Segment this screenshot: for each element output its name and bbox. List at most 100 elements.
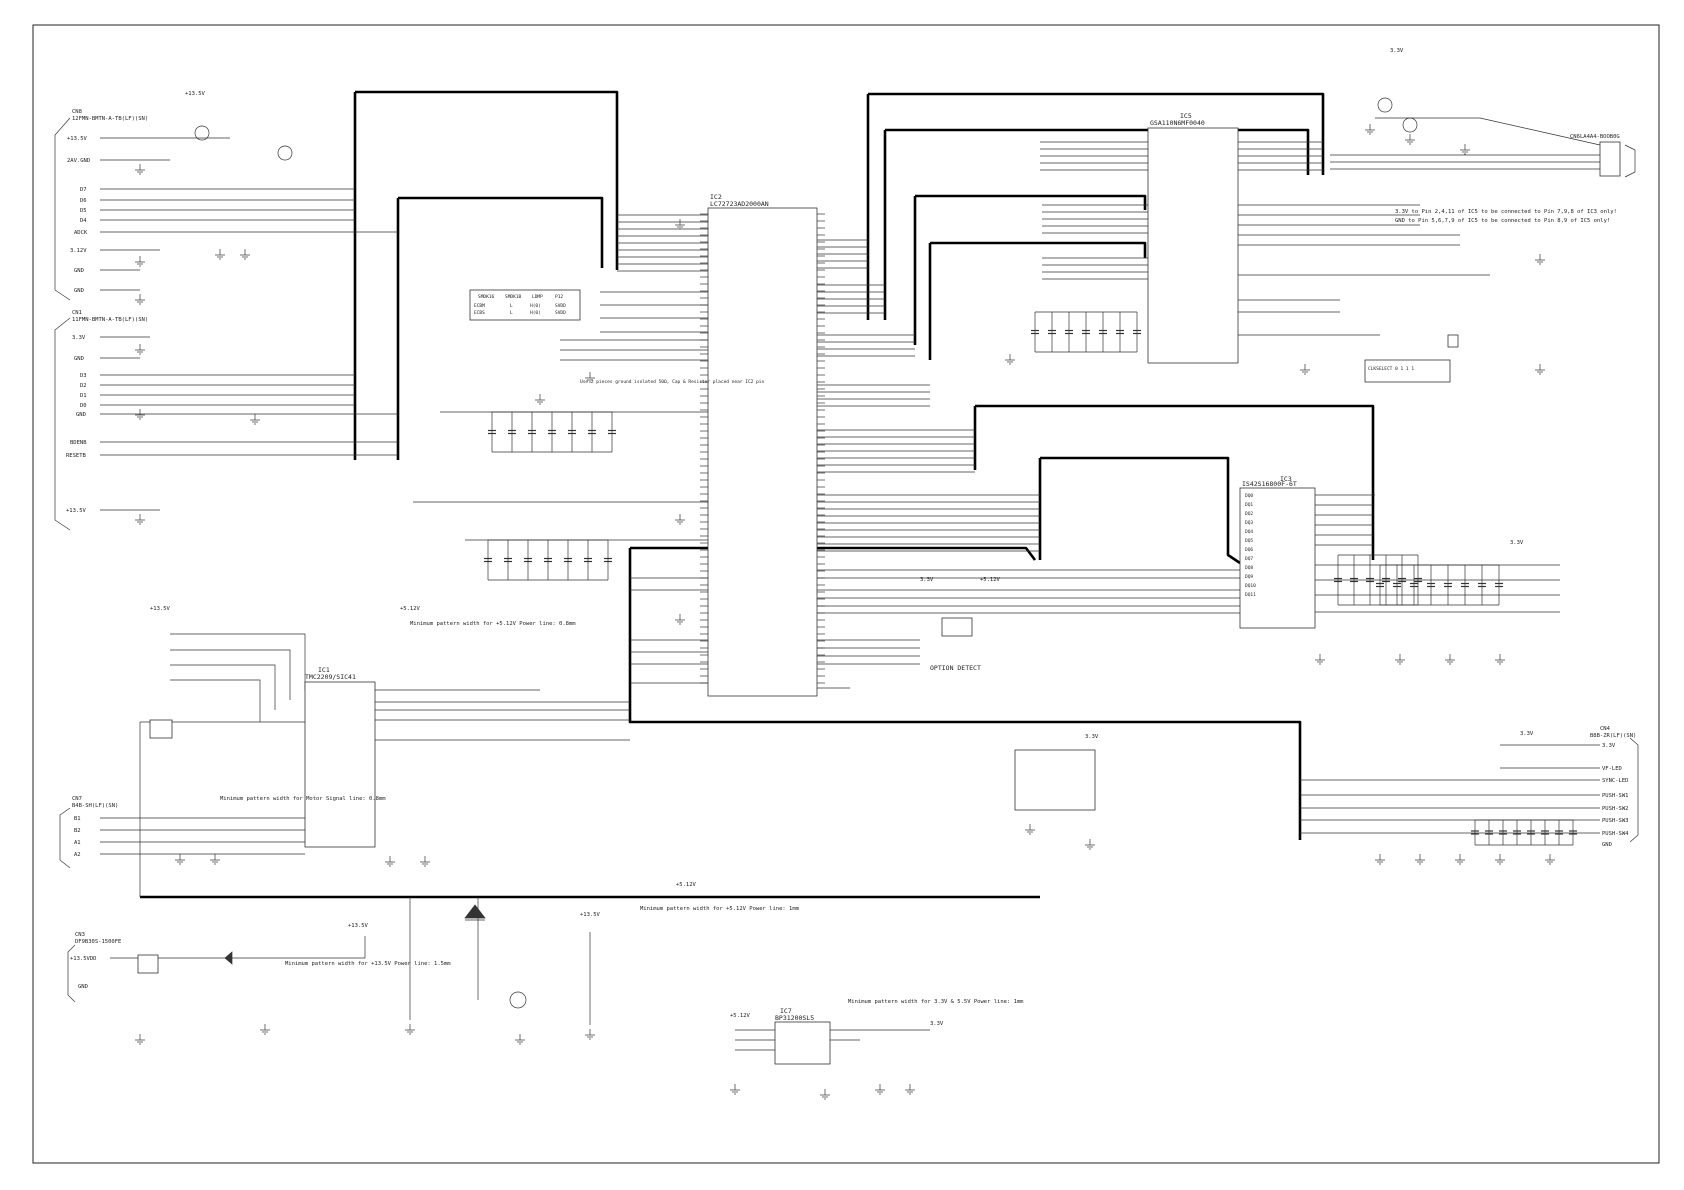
cn3-part: DF9B30S-1500FE [75,939,121,945]
ic1-chip: IC1 TMC2209/SIC41 [304,666,376,848]
rail-label: +5.12V [676,882,697,888]
rail-label: 3.3V [920,577,934,583]
cn8-pin: 2AV.GND [67,158,90,164]
ic3-ref: IC3 [1280,475,1292,483]
cn1-pin: 3.3V [72,335,86,341]
option-title: OPTION DETECT [930,664,981,672]
cn1-pin: D3 [80,373,87,379]
cn4-pin: PUSH-SW4 [1602,831,1629,837]
capacitor-bank-5 [1471,819,1577,846]
mode-table: SMDK16 SMDK1B LDMP P12 ECBM L H(0) SVDD … [469,289,581,321]
ic3-pin-label: DQ11 [1245,592,1256,598]
cn4-pin: VF-LED [1602,766,1622,772]
rail-label: +13.5V [150,606,171,612]
mode-cell: L [510,310,513,316]
ic3-pin-label: DQ3 [1245,520,1253,526]
connector-cn3: CN3 DF9B30S-1500FE +13.5VDD GND [67,932,121,1003]
ic1-ref: IC1 [318,666,330,674]
mode-cell: ECBM [474,303,485,309]
cn7-pin: B1 [74,816,81,822]
ic3-pin-label: DQ2 [1245,511,1253,517]
mode-cell: H(0) [530,303,541,309]
cn8-pin: D4 [80,218,87,224]
ic5-chip: IC5 GSA110N6MF0040 [1147,112,1239,364]
rail-label: 3.3V [1085,734,1099,740]
cn4-pin: GND [1602,842,1612,848]
regulator-note: Minimum pattern width for 3.3V & 5.5V Po… [848,999,1024,1005]
rail-label: +13.5V [580,912,601,918]
cn4-pin: PUSH-SW2 [1602,806,1629,812]
ic3-pin-label: DQ6 [1245,547,1253,553]
rail-label: +13.5V [348,923,369,929]
lowpass-note: Minimum pattern width for +13.5V Power l… [285,961,451,967]
cn8-pin: GND [74,288,84,294]
power-labels: +13.5V 3.3V +5.12V +13.5V +5.12V +13.5V … [150,48,1534,1027]
cn1-pin: BDENB [70,440,87,446]
clock-table: CLKSELECT 0 1 1 1 [1368,366,1414,372]
cn7-pin: B2 [74,828,81,834]
cn8-pin: D7 [80,187,87,193]
cn7-part: B4B-SH(LF)(SN) [72,803,118,809]
cn8-pin: ADCK [74,230,88,236]
thick-buses [140,90,1375,899]
gnd-note: GND to Pin 5,6,7,9 of IC5 to be connecte… [1395,218,1610,224]
rail-label: 3.3V [930,1021,944,1027]
ic1-part: TMC2209/SIC41 [305,673,356,681]
ic2-ref: IC2 [710,193,722,201]
capacitor-bank-4 [1376,564,1503,606]
cn1-pin: D1 [80,393,87,399]
mode-cell: ECBS [474,310,485,316]
capacitor-bank-3 [1031,311,1141,353]
cn8-part: 12FMN-BMTN-A-TB(LF)(SN) [72,116,148,122]
mode-header-3: P12 [555,294,563,300]
ic2-chip: IC2 LC72723AD2000AN [707,193,818,697]
cn4-pin: PUSH-SW3 [1602,818,1629,824]
cn1-pin: D2 [80,383,87,389]
capacitor-bank-1 [488,411,616,453]
cn8-pin: +13.5V [67,136,88,142]
ic7-part: BP31200SL5 [775,1014,814,1022]
cn7-pin: A2 [74,852,81,858]
cn1-pin: +13.5V [66,508,87,514]
cn8-pin: D5 [80,208,87,214]
cn4-pin: 3.3V [1602,743,1616,749]
cn3-ref: CN3 [75,932,85,938]
connector-cn4: CN4 B8B-ZR(LF)(SN) 3.3V VF-LED SYNC-LED … [1590,726,1639,848]
cn1-part: 11FMN-BMTN-A-TB(LF)(SN) [72,317,148,323]
cn4-pin: SYNC-LED [1602,778,1629,784]
cn3-pin: GND [78,984,88,990]
mode-cell: L [510,303,513,309]
cn4-part: B8B-ZR(LF)(SN) [1590,733,1636,739]
connector-cn6: CN6 LA4A4-BOOB0G [1570,134,1636,178]
cn3-pin: +13.5VDD [70,956,97,962]
cn8-pin: 3.12V [70,248,87,254]
ic3-pin-label: DQ8 [1245,565,1253,571]
rail-label: +5.12V [980,577,1001,583]
cn4-ref: CN4 [1600,726,1611,732]
cn7-pin: A1 [74,840,81,846]
ic3-pin-label: DQ1 [1245,502,1253,508]
ic5-pin-note: 3.3V to Pin 2,4,11 of IC5 to be connecte… [1395,209,1617,215]
ic3-part: IS42S16800F-6T [1242,480,1297,488]
cn8-pin: D6 [80,198,87,204]
ic3-pin-label: DQ5 [1245,538,1253,544]
ic2-part: LC72723AD2000AN [710,200,769,208]
ic3-chip: IC3 IS42S16800F-6T [1239,475,1316,629]
rail-label: 3.3V [1520,731,1534,737]
connector-cn8: CN8 12FMN-BMTN-A-TB(LF)(SN) +13.5V 2AV.G… [54,109,148,301]
cn8-ref: CN8 [72,109,82,115]
ic3-pin-label: DQ7 [1245,556,1253,562]
connector-cn1: CN1 11FMN-BMTN-A-TB(LF)(SN) 3.3V GND D3 … [54,310,148,531]
mode-cell: H(0) [530,310,541,316]
cn1-pin: D0 [80,403,87,409]
rail-label: 3.3V [1510,540,1524,546]
cn1-ref: CN1 [72,310,82,316]
ic7-chip: IC7 BP31200SL5 [774,1007,831,1065]
ic5-part: GSA110N6MF0040 [1150,119,1205,127]
rail-label: 3.3V [1390,48,1404,54]
capacitor-bank-2 [484,539,612,581]
cn6-ref: CN6 [1570,134,1580,140]
cn8-pin: GND [74,268,84,274]
supply-note: Minimum pattern width for +5.12V Power l… [640,906,800,912]
